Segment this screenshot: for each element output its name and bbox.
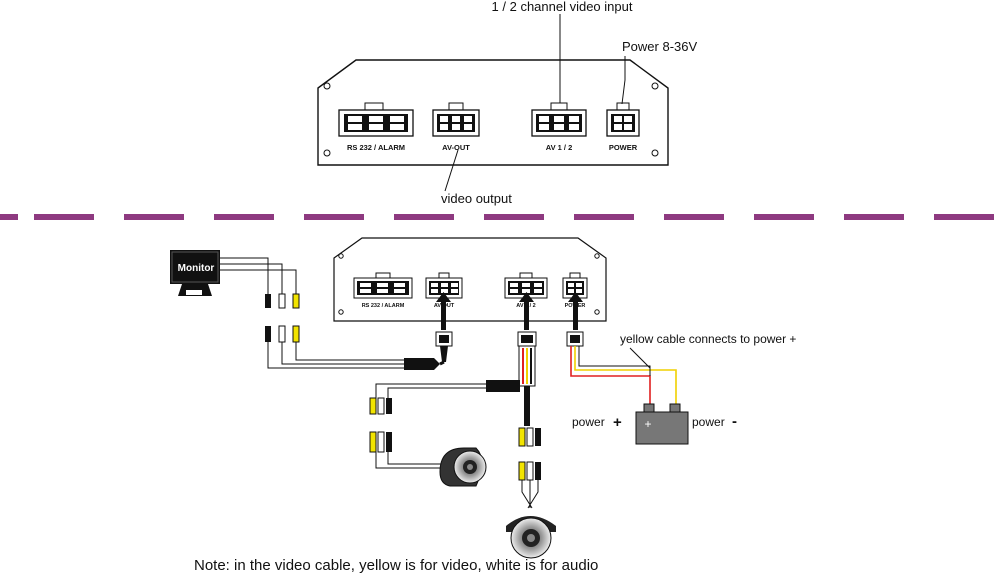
bottom-device-panel: RS 232 / ALARM AV-OUT AV 1 / 2 POWER: [333, 237, 607, 322]
avout-port-top: [432, 102, 480, 137]
rs232-port-top: [338, 102, 414, 137]
av12-port-top: [531, 102, 587, 137]
avout-cable-joint: [404, 358, 440, 370]
connection-arrows: [436, 292, 583, 330]
power-wires: [570, 346, 677, 406]
rs232-label-bottom: RS 232 / ALARM: [362, 303, 405, 309]
avout-label-top: AV-OUT: [442, 143, 470, 152]
power-minus-label: power: [692, 415, 725, 429]
monitor-extension-cables: [267, 342, 408, 369]
rs232-port-bottom: [353, 272, 413, 299]
power-plug: [566, 331, 584, 347]
power-plus-label: power: [572, 415, 605, 429]
camera2-rca-plugs: [518, 427, 541, 481]
power-minus-sign: -: [732, 413, 737, 430]
power-plus-sign: +: [613, 414, 622, 431]
camera2-dome-icon: [506, 516, 556, 559]
rs232-label-top: RS 232 / ALARM: [347, 143, 405, 152]
channel-input-label: 1 / 2 channel video input: [492, 0, 633, 14]
av12-plug: [517, 331, 537, 387]
monitor-label: Monitor: [178, 263, 215, 274]
power-label-top: POWER: [609, 143, 638, 152]
power-range-label: Power 8-36V: [622, 39, 697, 54]
power-port-top: [606, 102, 640, 137]
yellow-cable-note: yellow cable connects to power +: [620, 332, 796, 346]
power-range-leader: [621, 56, 626, 105]
power-port-bottom: [562, 272, 588, 299]
av12-trunk-cable: [524, 386, 530, 426]
camera2-cables: [521, 480, 539, 509]
monitor-cables: [220, 257, 297, 294]
avout-plug: [435, 331, 453, 362]
video-output-leader: [444, 149, 459, 192]
camera1-cables: [375, 383, 490, 469]
video-output-label: video output: [441, 191, 512, 206]
av12-split-joint: [486, 380, 520, 392]
av12-port-bottom: [504, 272, 548, 299]
avout-port-bottom: [425, 272, 463, 299]
footer-note: Note: in the video cable, yellow is for …: [194, 557, 598, 574]
battery-icon: [635, 403, 689, 445]
top-device-panel: RS 232 / ALARM AV-OUT AV 1 / 2 POWER: [317, 59, 669, 166]
camera1-dome-icon: [439, 447, 487, 487]
monitor-rca-plugs: [265, 293, 300, 343]
battery-plus-mark: +: [644, 417, 651, 431]
camera1-rca-plugs: [369, 397, 392, 453]
monitor-icon: [170, 250, 220, 296]
av12-label-top: AV 1 / 2: [546, 143, 573, 152]
